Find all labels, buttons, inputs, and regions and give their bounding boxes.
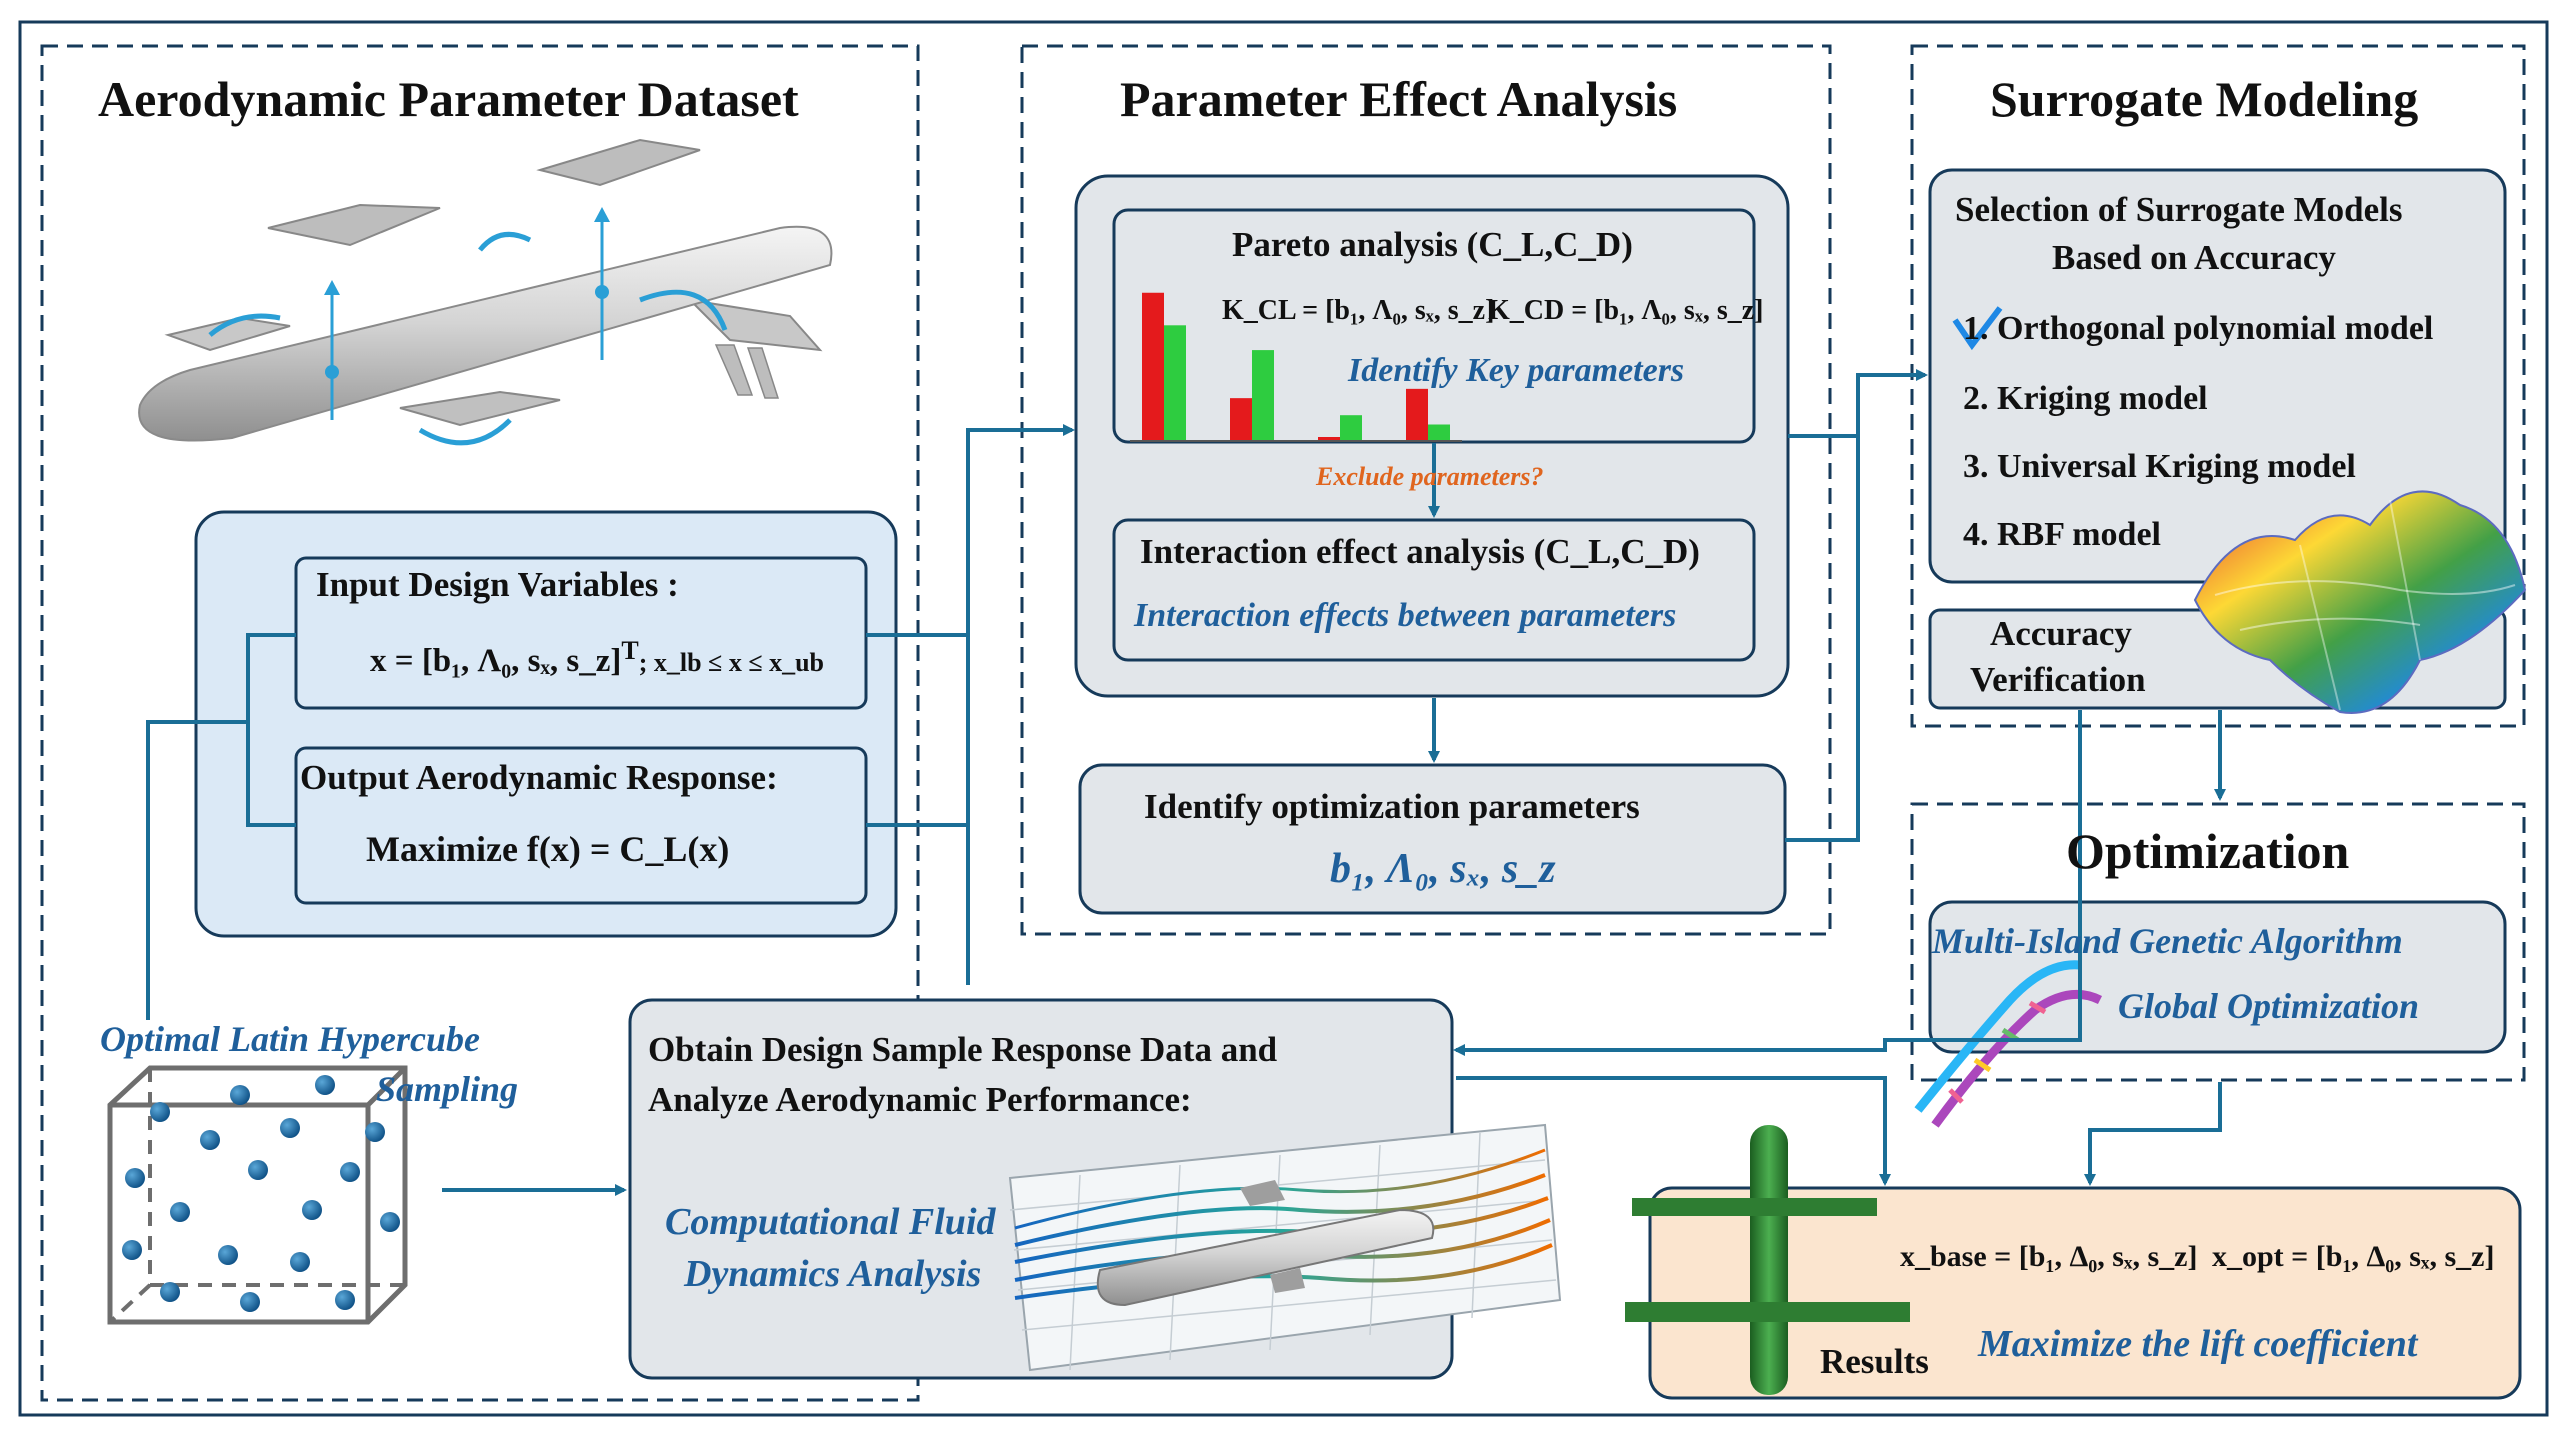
aircraft-illustration bbox=[138, 138, 833, 446]
identify-key-parameters: Identify Key parameters bbox=[1348, 352, 1685, 389]
input-design-variables-title: Input Design Variables : bbox=[316, 565, 679, 604]
cfd-streamlines-illustration bbox=[1008, 1123, 1562, 1372]
optimization-title: Optimization bbox=[2066, 823, 2350, 879]
pareto-bar bbox=[1318, 437, 1340, 440]
surrogate-title: Surrogate Modeling bbox=[1990, 71, 2419, 127]
check-icon bbox=[1952, 306, 2003, 351]
pareto-bar bbox=[1142, 292, 1164, 440]
effect-title: Parameter Effect Analysis bbox=[1120, 71, 1678, 127]
input-formula: x = [b₁, Λ₀, sₓ, s_z]T; x_lb ≤ x ≤ x_ub bbox=[370, 636, 825, 679]
identify-optimization-title: Identify optimization parameters bbox=[1144, 787, 1640, 826]
output-formula: Maximize f(x) = C_L(x) bbox=[366, 829, 730, 869]
identify-optimization-vars: b₁, Λ₀, sₓ, s_z bbox=[1330, 846, 1556, 892]
pareto-bar bbox=[1340, 415, 1362, 440]
pareto-bar bbox=[1406, 388, 1428, 440]
algorithm-line1: Multi-Island Genetic Algorithm bbox=[1932, 921, 2403, 961]
selection-line1: Selection of Surrogate Models bbox=[1955, 190, 2403, 229]
x-opt-formula: x_opt = [b₁, Δ₀, sₓ, s_z] bbox=[2212, 1240, 2495, 1273]
model-item-1: 1. Orthogonal polynomial model bbox=[1963, 310, 2434, 347]
results-label: Results bbox=[1820, 1342, 1929, 1381]
hypercube-illustration bbox=[107, 1065, 408, 1325]
dataset-title: Aerodynamic Parameter Dataset bbox=[98, 71, 799, 127]
model-item-4: 4. RBF model bbox=[1963, 516, 2162, 553]
pareto-formula-left: K_CL = [b₁, Λ₀, sₓ, s_z] bbox=[1222, 295, 1495, 326]
sampling-label-line1: Optimal Latin Hypercube bbox=[100, 1019, 480, 1059]
pareto-chart bbox=[1142, 292, 1450, 440]
pareto-bar bbox=[1164, 325, 1186, 440]
output-response-title: Output Aerodynamic Response: bbox=[300, 758, 778, 797]
interaction-subtitle: Interaction effects between parameters bbox=[1134, 597, 1677, 634]
algorithm-line2: Global Optimization bbox=[2118, 986, 2420, 1026]
model-item-3: 3. Universal Kriging model bbox=[1963, 448, 2356, 485]
cfd-title-line1: Obtain Design Sample Response Data and bbox=[648, 1030, 1278, 1069]
response-surface-illustration bbox=[2193, 490, 2527, 714]
cfd-title-line2: Analyze Aerodynamic Performance: bbox=[648, 1080, 1192, 1119]
accuracy-line2: Verification bbox=[1970, 660, 2146, 699]
sampling-label-line2: Sampling bbox=[376, 1069, 519, 1109]
pareto-formula-right: K_CD = [b₁, Λ₀, sₓ, s_z] bbox=[1488, 295, 1764, 326]
pareto-bar bbox=[1230, 398, 1252, 440]
pareto-title: Pareto analysis (C_L,C_D) bbox=[1232, 225, 1633, 264]
accuracy-line1: Accuracy bbox=[1990, 614, 2132, 653]
selection-line2: Based on Accuracy bbox=[2052, 238, 2336, 277]
x-base-formula: x_base = [b₁, Δ₀, sₓ, s_z] bbox=[1900, 1240, 2198, 1273]
pareto-bar bbox=[1252, 350, 1274, 440]
optimized-configuration-illustration bbox=[1625, 1125, 1910, 1395]
cfd-sub-line1: Computational Fluid bbox=[665, 1201, 996, 1243]
results-objective: Maximize the lift coefficient bbox=[1978, 1323, 2418, 1365]
model-item-2: 2. Kriging model bbox=[1963, 380, 2208, 417]
pareto-bar bbox=[1428, 424, 1450, 440]
exclude-parameters-question: Exclude parameters? bbox=[1316, 462, 1544, 491]
interaction-title: Interaction effect analysis (C_L,C_D) bbox=[1140, 532, 1700, 571]
cfd-sub-line2: Dynamics Analysis bbox=[684, 1253, 982, 1295]
